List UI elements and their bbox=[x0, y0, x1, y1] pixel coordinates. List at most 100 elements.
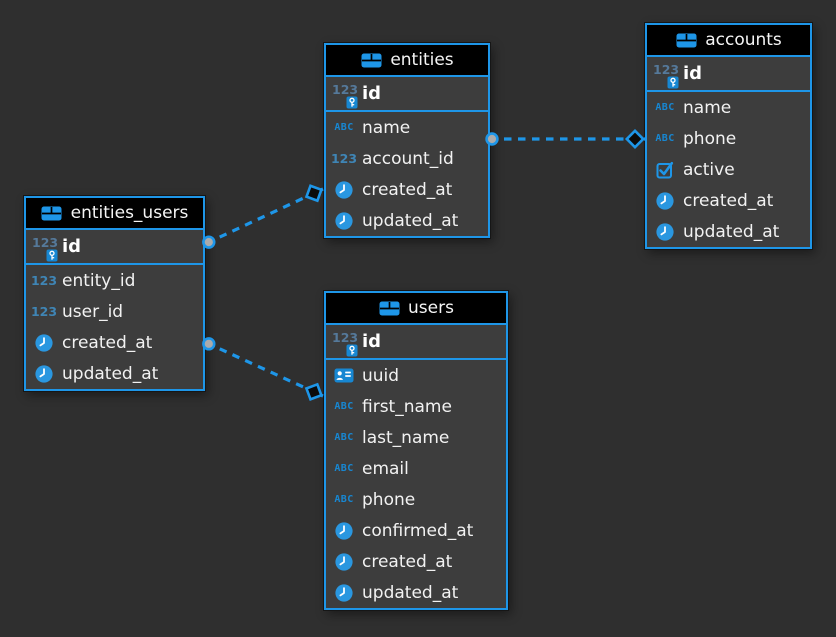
column-name: updated_at bbox=[683, 221, 780, 242]
table-header[interactable]: entities bbox=[326, 45, 488, 77]
text-type-icon: ABC bbox=[334, 494, 354, 505]
column-row-active[interactable]: active bbox=[647, 154, 810, 185]
table-icon bbox=[378, 297, 400, 319]
column-name: id bbox=[683, 63, 703, 84]
datetime-type-icon bbox=[331, 582, 357, 604]
column-name: last_name bbox=[362, 427, 450, 448]
column-name: confirmed_at bbox=[362, 520, 474, 541]
column-row-updated_at[interactable]: updated_at bbox=[326, 577, 506, 608]
column-name: phone bbox=[683, 128, 737, 149]
table-title: entities bbox=[390, 50, 454, 70]
datetime-type-icon bbox=[331, 520, 357, 542]
column-name: created_at bbox=[362, 179, 453, 200]
column-name: created_at bbox=[362, 551, 453, 572]
column-row-last_name[interactable]: ABC last_name bbox=[326, 422, 506, 453]
text-type-icon: ABC bbox=[334, 401, 354, 412]
column-name: email bbox=[362, 458, 409, 479]
column-name: uuid bbox=[362, 365, 400, 386]
column-name: phone bbox=[362, 489, 416, 510]
column-row-created_at[interactable]: created_at bbox=[326, 546, 506, 577]
column-row-phone[interactable]: ABC phone bbox=[647, 123, 810, 154]
text-type-icon: ABC bbox=[655, 133, 675, 144]
text-type-icon: ABC bbox=[334, 432, 354, 443]
column-row-created_at[interactable]: created_at bbox=[647, 185, 810, 216]
table-title: users bbox=[408, 298, 454, 318]
column-name: updated_at bbox=[362, 582, 459, 603]
datetime-type-icon bbox=[331, 210, 357, 232]
table-title: entities_users bbox=[70, 203, 189, 223]
column-row-updated_at[interactable]: updated_at bbox=[647, 216, 810, 247]
column-name: id bbox=[362, 83, 382, 104]
column-name: first_name bbox=[362, 396, 452, 417]
primary-key-row[interactable]: 123 id bbox=[326, 77, 488, 112]
table-header[interactable]: entities_users bbox=[26, 198, 203, 230]
number-key-icon: 123 bbox=[331, 330, 358, 356]
column-name: updated_at bbox=[362, 210, 459, 231]
column-row-updated_at[interactable]: updated_at bbox=[26, 358, 203, 389]
text-type-icon: ABC bbox=[655, 102, 675, 113]
datetime-type-icon bbox=[652, 190, 678, 212]
table-columns: ABC name 123 account_id created_at updated_at bbox=[326, 112, 488, 236]
relationship-entities_users-entities bbox=[202, 184, 324, 249]
column-row-updated_at[interactable]: updated_at bbox=[326, 205, 488, 236]
column-row-created_at[interactable]: created_at bbox=[26, 327, 203, 358]
column-name: name bbox=[683, 97, 732, 118]
table-icon bbox=[675, 29, 697, 51]
table-columns: 123 entity_id 123 user_id created_at updated_… bbox=[26, 265, 203, 389]
column-name: entity_id bbox=[62, 270, 136, 291]
table-icon bbox=[41, 202, 63, 224]
uuid-type-icon bbox=[331, 365, 357, 387]
datetime-type-icon bbox=[331, 179, 357, 201]
number-type-icon: 123 bbox=[330, 151, 358, 166]
column-row-created_at[interactable]: created_at bbox=[326, 174, 488, 205]
primary-key-row[interactable]: 123 id bbox=[326, 325, 506, 360]
relationship-line[interactable] bbox=[206, 187, 324, 245]
column-name: updated_at bbox=[62, 363, 159, 384]
table-icon bbox=[360, 49, 382, 71]
primary-key-row[interactable]: 123 id bbox=[647, 57, 810, 92]
column-row-account_id[interactable]: 123 account_id bbox=[326, 143, 488, 174]
column-row-entity_id[interactable]: 123 entity_id bbox=[26, 265, 203, 296]
column-name: account_id bbox=[362, 148, 454, 169]
relationship-entities_users-users bbox=[202, 337, 324, 401]
datetime-type-icon bbox=[31, 363, 57, 385]
number-key-icon: 123 bbox=[31, 235, 58, 261]
column-name: active bbox=[683, 159, 735, 180]
column-row-first_name[interactable]: ABC first_name bbox=[326, 391, 506, 422]
primary-key-row[interactable]: 123 id bbox=[26, 230, 203, 265]
datetime-type-icon bbox=[331, 551, 357, 573]
column-row-name[interactable]: ABC name bbox=[647, 92, 810, 123]
relationship-entities-accounts bbox=[485, 128, 646, 150]
number-type-icon: 123 bbox=[30, 304, 58, 319]
column-row-email[interactable]: ABC email bbox=[326, 453, 506, 484]
column-row-phone[interactable]: ABC phone bbox=[326, 484, 506, 515]
table-title: accounts bbox=[705, 30, 782, 50]
table-header[interactable]: accounts bbox=[647, 25, 810, 57]
text-type-icon: ABC bbox=[334, 463, 354, 474]
column-name: name bbox=[362, 117, 411, 138]
relationship-line[interactable] bbox=[206, 341, 324, 398]
number-key-icon: 123 bbox=[652, 62, 679, 88]
column-name: id bbox=[362, 331, 382, 352]
number-type-icon: 123 bbox=[30, 273, 58, 288]
datetime-type-icon bbox=[31, 332, 57, 354]
column-row-confirmed_at[interactable]: confirmed_at bbox=[326, 515, 506, 546]
text-type-icon: ABC bbox=[334, 122, 354, 133]
boolean-type-icon bbox=[652, 159, 678, 181]
table-header[interactable]: users bbox=[326, 293, 506, 325]
column-row-user_id[interactable]: 123 user_id bbox=[26, 296, 203, 327]
column-name: created_at bbox=[62, 332, 153, 353]
column-name: user_id bbox=[62, 301, 124, 322]
column-name: id bbox=[62, 236, 82, 257]
column-row-uuid[interactable]: uuid bbox=[326, 360, 506, 391]
datetime-type-icon bbox=[652, 221, 678, 243]
column-name: created_at bbox=[683, 190, 774, 211]
column-row-name[interactable]: ABC name bbox=[326, 112, 488, 143]
